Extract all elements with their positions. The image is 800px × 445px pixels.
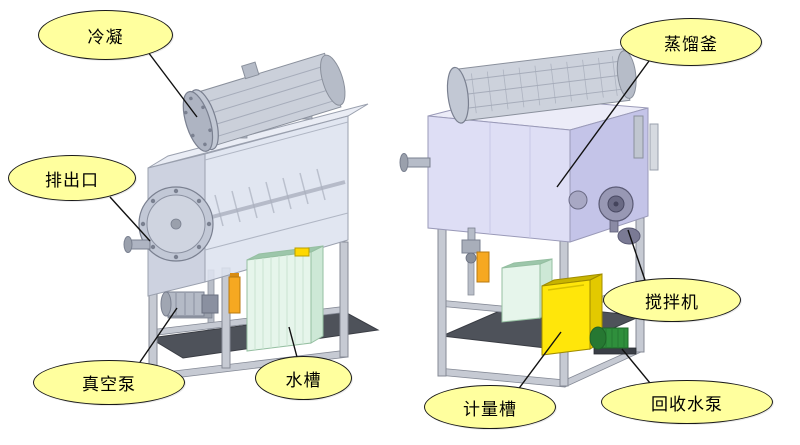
auger-flights <box>214 168 326 227</box>
right-machine-illustration <box>399 48 659 388</box>
leader-line-metering-tank <box>516 331 562 392</box>
recovery-pump-illustration <box>589 326 637 355</box>
leader-line-condenser <box>147 51 198 118</box>
right-orange-fitting <box>476 251 490 283</box>
leader-line-distillation-kettle <box>556 60 650 188</box>
callout-water-tank: 水槽 <box>255 356 352 400</box>
leader-line-recovery-water-pump <box>621 348 651 384</box>
callout-metering-tank: 计量槽 <box>424 385 556 429</box>
callout-condenser: 冷凝 <box>38 10 173 60</box>
right-frame-leg <box>437 223 447 377</box>
callout-agitator: 搅拌机 <box>603 278 741 322</box>
left-kettle-flange <box>138 186 214 262</box>
leader-lines <box>109 51 651 392</box>
condenser-top-nozzle <box>241 61 260 80</box>
leader-line-discharge-outlet <box>109 196 151 242</box>
leader-line-vacuum-pump <box>139 307 178 363</box>
right-kettle-body <box>399 95 649 245</box>
metering-tank-illustration <box>541 273 603 356</box>
vacuum-pump-illustration <box>160 291 219 319</box>
left-kettle-body <box>123 103 369 297</box>
agitator-drive <box>568 186 641 245</box>
callout-discharge-outlet: 排出口 <box>8 155 136 201</box>
right-condenser-illustration <box>446 48 637 124</box>
water-tank-clamp <box>294 247 310 257</box>
callout-distillation-kettle: 蒸馏釜 <box>620 18 762 66</box>
callout-vacuum-pump: 真空泵 <box>33 360 185 405</box>
left-condenser-illustration <box>182 52 346 152</box>
discharge-outlet-pipe <box>123 236 151 253</box>
condenser-down-pipe <box>633 115 644 159</box>
condenser-end-flange <box>446 66 470 124</box>
left-orange-fitting <box>228 273 241 314</box>
left-machine-illustration <box>123 52 380 382</box>
callout-recovery-water-pump: 回收水泵 <box>601 380 773 424</box>
left-frame-leg <box>339 241 349 358</box>
leader-line-water-tank <box>288 326 298 358</box>
right-underside-valve <box>461 227 481 264</box>
leader-line-agitator <box>627 229 647 284</box>
water-tank-illustration <box>246 245 324 352</box>
right-frame-rail <box>437 367 566 388</box>
condenser-down-pipe <box>649 123 659 171</box>
